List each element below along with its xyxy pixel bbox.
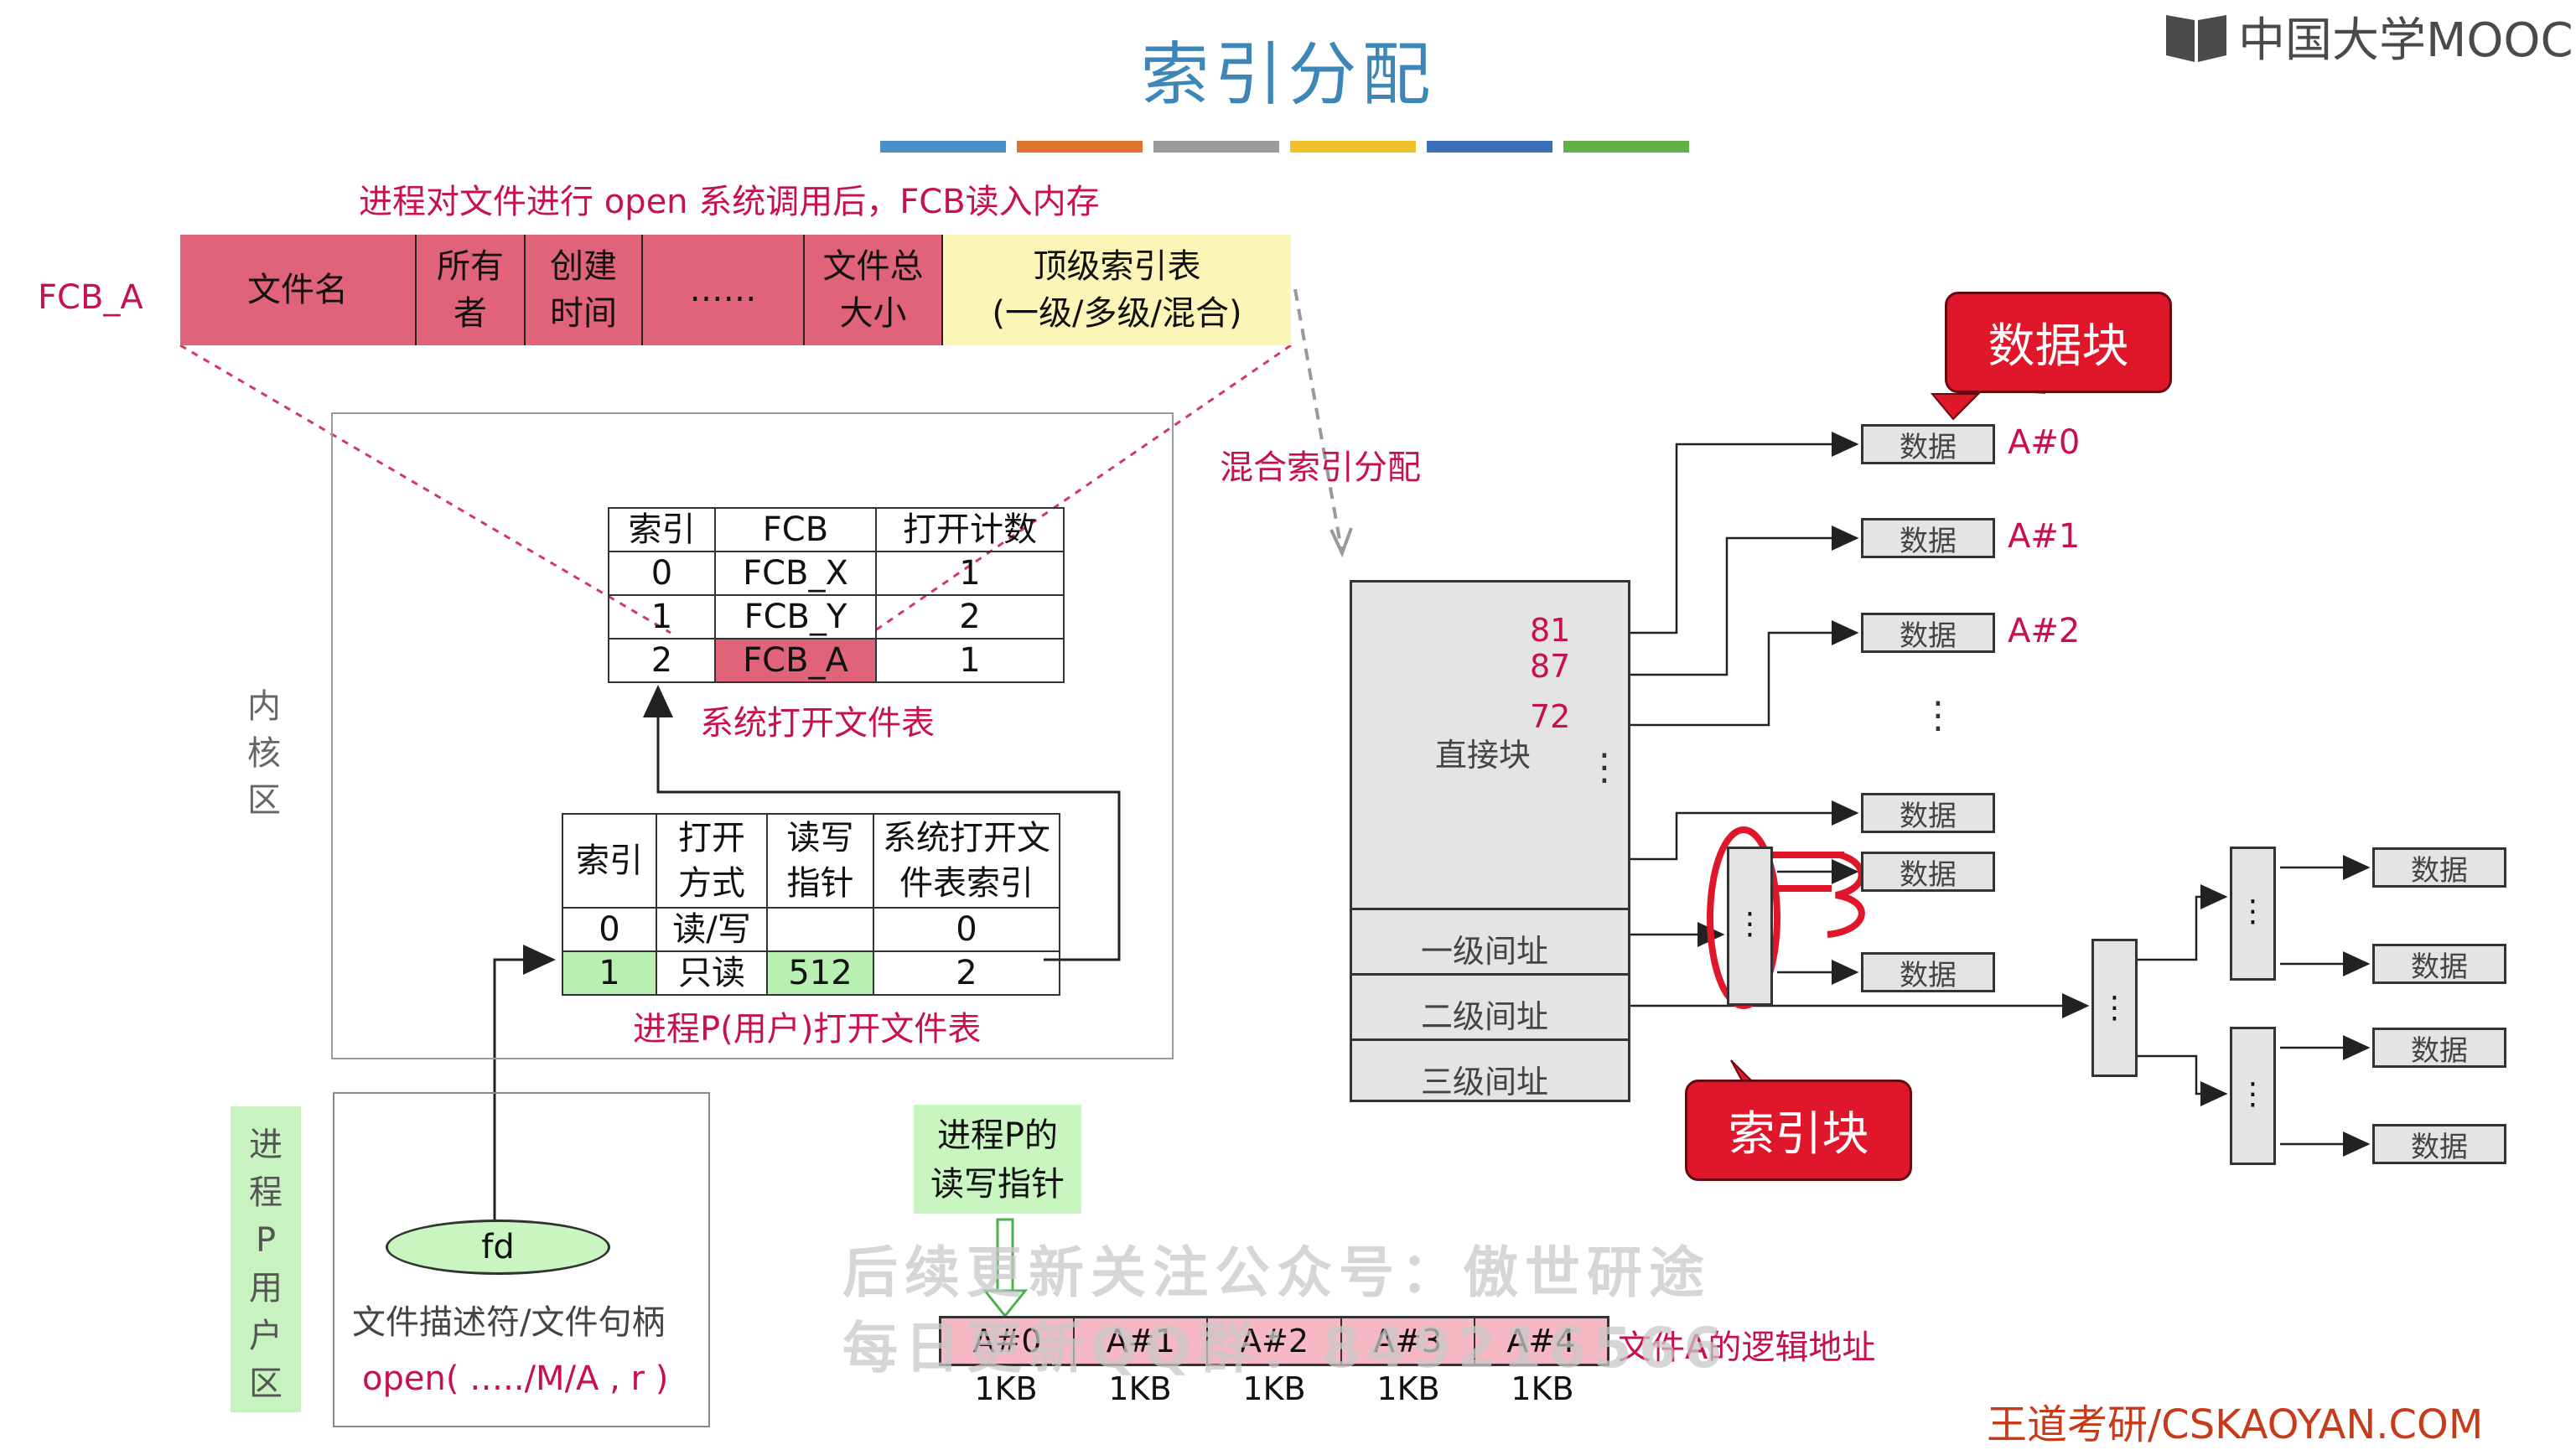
logical-block: A#1	[1075, 1318, 1209, 1364]
fcb-cell-filename: 文件名	[180, 235, 417, 345]
logical-caption: 文件A的逻辑地址	[1618, 1328, 1876, 1367]
logical-block: A#0	[941, 1318, 1075, 1364]
fcb-cell-ctime: 创建时间	[526, 235, 643, 345]
data-block: 数据	[2372, 847, 2506, 888]
header-fcb: FCB	[714, 507, 877, 552]
logical-block: A#4	[1506, 1323, 1576, 1359]
data-block: 数据	[1861, 952, 1995, 992]
logical-block: A#3	[1342, 1318, 1475, 1364]
watermark-line2: 每日更新QQ群：849216566	[842, 1316, 1729, 1380]
inode-block	[1350, 580, 1630, 1102]
header-sys-index: 系统打开文件表索引	[873, 813, 1060, 909]
data-block: 数据	[1861, 852, 1995, 892]
fcb-cell-etc: ……	[643, 235, 805, 345]
fcb-cell-size: 文件总大小	[805, 235, 943, 345]
header-index: 索引	[608, 507, 716, 552]
pointer-72: 72	[1530, 698, 1571, 735]
data-block: 数据	[1861, 613, 1995, 653]
rw-pointer-label: 进程P的读写指针	[914, 1105, 1081, 1214]
double-index-block-l2b: ⋮	[2230, 1027, 2276, 1165]
footer-brand: 王道考研/CSKAOYAN.COM	[1987, 1401, 2484, 1448]
header-open-mode: 打开方式	[656, 813, 768, 909]
data-block: 数据	[2372, 944, 2506, 984]
header-index: 索引	[562, 813, 657, 909]
process-table-caption: 进程P(用户)打开文件表	[633, 1010, 982, 1049]
header-rw-pointer: 读写指针	[766, 813, 874, 909]
accent-bar-gray	[1153, 141, 1279, 153]
data-block: 数据	[2372, 1124, 2506, 1164]
data-block: 数据	[1861, 424, 1995, 464]
block-id-a2: A#2	[2008, 612, 2081, 650]
triple-indirect: 三级间址	[1350, 1038, 1630, 1102]
inode-dots: ⋮	[1586, 746, 1623, 789]
user-area	[333, 1092, 710, 1427]
fd-description: 文件描述符/文件句柄	[352, 1303, 666, 1342]
double-index-block-l1: ⋮	[2091, 939, 2138, 1077]
kernel-area	[331, 412, 1174, 1059]
accent-bar-blue	[880, 141, 1006, 153]
logo-text: 中国大学MOOC	[2238, 13, 2573, 68]
direct-block-label: 直接块	[1435, 737, 1532, 774]
logical-address-bar: A#0 A#1 A#2 A#3 A#4	[939, 1316, 1609, 1366]
double-index-block-l2a: ⋮	[2230, 847, 2276, 981]
accent-bar-orange	[1017, 141, 1143, 153]
accent-bar-yellow	[1290, 141, 1416, 153]
mooc-logo: 中国大学MOOC	[2163, 7, 2573, 68]
double-indirect: 二级间址	[1350, 973, 1630, 1038]
system-table-caption: 系统打开文件表	[700, 704, 935, 743]
data-block: 数据	[1861, 518, 1995, 558]
single-index-block: ⋮	[1727, 847, 1773, 1006]
data-block: 数据	[1861, 793, 1995, 833]
pointer-81: 81	[1530, 612, 1571, 649]
block-id-a0: A#0	[2008, 423, 2081, 462]
page-title: 索引分配	[1140, 35, 1436, 115]
single-indirect: 一级间址	[1350, 908, 1630, 973]
book-icon	[2166, 15, 2226, 62]
header-open-count: 打开计数	[875, 507, 1065, 552]
data-block: 数据	[2372, 1028, 2506, 1068]
mixed-index-label: 混合索引分配	[1220, 448, 1421, 487]
fcb-cell-owner: 所有者	[417, 235, 526, 345]
accent-bar-darkblue	[1427, 141, 1552, 153]
accent-bar-green	[1563, 141, 1689, 153]
fd-ellipse: fd	[386, 1220, 610, 1275]
fcb-caption: 进程对文件进行 open 系统调用后，FCB读入内存	[359, 183, 1100, 221]
pointer-87: 87	[1530, 648, 1571, 685]
fcb-cell-top-index: 顶级索引表(一级/多级/混合)	[943, 235, 1291, 345]
callout-data-block: 数据块	[1945, 292, 2172, 393]
callout-index-block: 索引块	[1685, 1080, 1912, 1181]
logical-block: A#2	[1208, 1318, 1342, 1364]
open-call: open( …../M/A , r )	[362, 1359, 669, 1398]
block-id-a1: A#1	[2008, 517, 2081, 556]
watermark-line1: 后续更新关注公众号：傲世研途	[842, 1240, 1711, 1305]
kernel-label: 内核区	[247, 687, 281, 820]
logical-sizes: 1KB 1KB 1KB 1KB 1KB	[974, 1370, 1574, 1407]
fcb-label: FCB_A	[38, 278, 143, 317]
data-dots: ⋮	[1920, 694, 1957, 737]
